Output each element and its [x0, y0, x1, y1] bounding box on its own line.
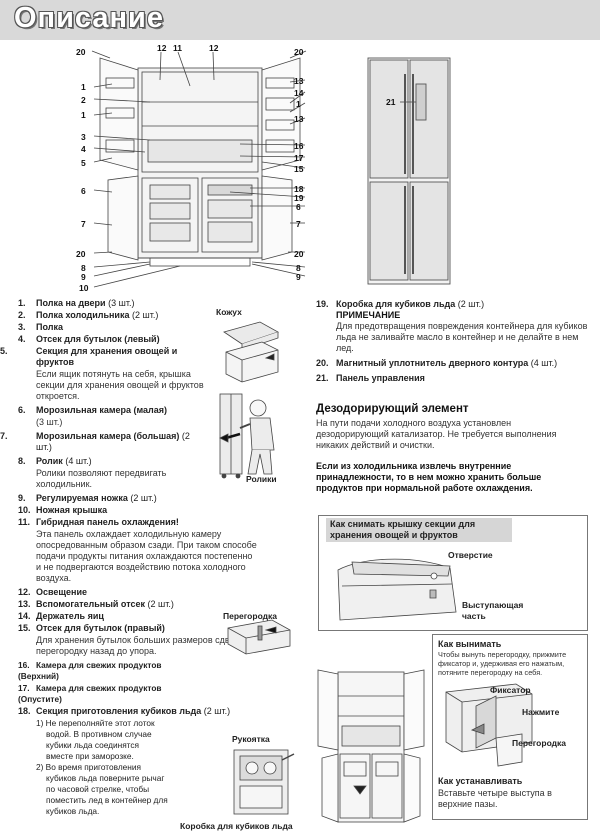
part-19: 19.Коробка для кубиков льда (2 шт.): [316, 299, 588, 310]
part-19-desc: Для предотвращения повреждения контейнер…: [316, 321, 588, 354]
callout-left-4: 4: [81, 144, 86, 154]
part-5-desc: Если ящик потянуть на себя, крышка секци…: [18, 369, 204, 402]
callout-left-6: 6: [81, 186, 86, 196]
part-18-note-2: 2) Во время приготовления кубиков льда п…: [36, 762, 168, 817]
part-4: 4.Отсек для бутылок (левый): [18, 334, 204, 345]
part-13: 13.Вспомогательный отсек (2 шт.): [18, 599, 204, 610]
part-10: 10.Ножная крышка: [18, 505, 204, 516]
part-1: 1.Полка на двери (3 шт.): [18, 298, 204, 309]
callout-left-3: 3: [81, 132, 86, 142]
label-press: Нажмите: [522, 707, 559, 717]
label-handle: Рукоятка: [232, 734, 270, 744]
callout-right-9: 9: [296, 272, 301, 282]
part-18: 18.Секция приготовления кубиков льда (2 …: [18, 706, 298, 717]
accessories-warning: Если из холодильника извлечь внутренние …: [316, 461, 588, 494]
label-cover: Кожух: [216, 307, 242, 317]
fridge-open-diagram: [0, 40, 320, 290]
part-20: 20.Магнитный уплотнитель дверного контур…: [316, 358, 588, 369]
label-latch: Фиксатор: [490, 685, 531, 695]
right-parts-list: 19.Коробка для кубиков льда (2 шт.) ПРИМ…: [316, 299, 588, 387]
label-ice-box: Коробка для кубиков льда: [180, 821, 293, 831]
part-7: 7.Морозильная камера (большая) (2 шт.): [18, 431, 204, 453]
part-14: 14.Держатель яиц: [18, 611, 204, 622]
install-desc: Вставьте четыре выступа в верхние пазы.: [438, 788, 578, 810]
part-11-desc: Эта панель охлаждает холодильную камеру …: [18, 529, 258, 584]
callout-21: 21: [386, 97, 395, 107]
callout-right-13b: 13: [294, 114, 303, 124]
callout-left-2: 2: [81, 95, 86, 105]
fridge-interior-thumbnail: [314, 666, 428, 826]
remove-title: Как вынимать: [438, 639, 501, 650]
part-16: 16.Камера для свежих продуктов (Верхний): [18, 660, 204, 682]
callout-left-20: 20: [76, 47, 85, 57]
callout-11: 11: [173, 43, 182, 53]
callout-right-20b: 20: [294, 249, 303, 259]
callout-left-20b: 20: [76, 249, 85, 259]
part-8: 8.Ролик (4 шт.): [18, 456, 204, 467]
part-5: 5.Секция для хранения овощей и фруктов: [18, 346, 204, 368]
part-2: 2.Полка холодильника (2 шт.): [18, 310, 204, 321]
label-rollers: Ролики: [246, 474, 277, 484]
callout-left-1: 1: [81, 82, 86, 92]
remove-desc: Чтобы вынуть перегородку, прижмите фикса…: [438, 650, 586, 677]
part-17: 17.Камера для свежих продуктов (Опустите…: [18, 683, 204, 705]
callout-12a: 12: [157, 43, 166, 53]
part-6: 6.Морозильная камера (малая): [18, 405, 204, 416]
parts-list: 1.Полка на двери (3 шт.) 2.Полка холодил…: [18, 298, 204, 817]
callout-right-17: 17: [294, 153, 303, 163]
callout-left-5: 5: [81, 158, 86, 168]
part-11: 11.Гибридная панель охлаждения!: [18, 517, 204, 528]
part-18-note-1: 1) Не переполняйте этот лоток водой. В п…: [36, 718, 168, 762]
divider-removal-illustration: [436, 682, 586, 774]
ice-maker-illustration: [228, 746, 308, 820]
callout-right-1: 1: [296, 99, 301, 109]
callout-left-10: 10: [79, 283, 88, 293]
fridge-front-diagram: [360, 44, 460, 289]
callout-right-6: 6: [296, 202, 301, 212]
label-protrusion: Выступающая часть: [462, 600, 538, 622]
callout-left-9: 9: [81, 272, 86, 282]
callout-12b: 12: [209, 43, 218, 53]
callout-left-7: 7: [81, 219, 86, 229]
part-8-desc: Ролики позволяют передвигать холодильник…: [18, 468, 168, 490]
callout-right-14: 14: [294, 88, 303, 98]
rollers-illustration: [212, 388, 302, 480]
part-3: 3.Полка: [18, 322, 204, 333]
page-title: Описание: [14, 2, 164, 35]
part-21: 21.Панель управления: [316, 373, 588, 384]
part-19-note-label: ПРИМЕЧАНИЕ: [316, 310, 588, 321]
part-15: 15.Отсек для бутылок (правый): [18, 623, 204, 634]
lid-removal-title: Как снимать крышку секции для хранения о…: [326, 518, 512, 542]
part-6-qty: (3 шт.): [18, 417, 204, 428]
part-9: 9.Регулируемая ножка (2 шт.): [18, 493, 204, 504]
install-title: Как устанавливать: [438, 776, 522, 787]
callout-left-1b: 1: [81, 110, 86, 120]
label-hole: Отверстие: [448, 550, 493, 560]
divider-illustration: [222, 616, 296, 656]
callout-right-16: 16: [294, 141, 303, 151]
part-18-notes: 1) Не переполняйте этот лоток водой. В п…: [18, 718, 168, 817]
deodorizer-body: На пути подачи холодного воздуха установ…: [316, 418, 578, 451]
deodorizer-title: Дезодорирующий элемент: [316, 403, 469, 415]
part-12: 12.Освещение: [18, 587, 204, 598]
callout-right-20: 20: [294, 47, 303, 57]
label-divider-remove: Перегородка: [512, 738, 566, 748]
callout-right-13: 13: [294, 76, 303, 86]
callout-right-7: 7: [296, 219, 301, 229]
cover-illustration: [216, 318, 284, 386]
callout-right-15: 15: [294, 164, 303, 174]
